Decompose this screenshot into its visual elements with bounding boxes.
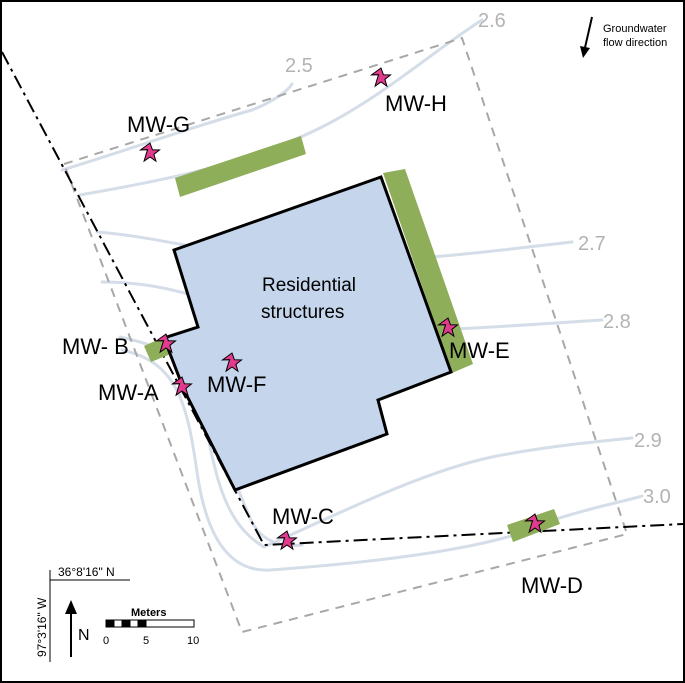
well-label: MW- B xyxy=(62,334,129,359)
well-label: MW-E xyxy=(449,338,510,363)
longitude-label: 97°3'16" W xyxy=(35,597,49,657)
vegetation-strip-east xyxy=(383,169,473,373)
structure-label-line2: structures xyxy=(261,302,344,323)
contour-label: 3.0 xyxy=(643,486,671,508)
well-label: MW-A xyxy=(98,380,159,405)
scale-tick-label: 5 xyxy=(143,635,149,647)
north-label: N xyxy=(78,627,90,644)
contour-label: 2.5 xyxy=(285,55,313,77)
contour-line-2.6 xyxy=(78,18,484,197)
well-star-icon xyxy=(140,142,160,162)
well-label: MW-H xyxy=(385,91,447,116)
flow-direction-label-line2: flow direction xyxy=(603,37,667,49)
property-line xyxy=(2,51,683,547)
contour-label: 2.7 xyxy=(578,233,606,255)
structure-label-line1: Residential xyxy=(262,275,356,296)
well-label: MW-G xyxy=(127,112,190,137)
vegetation-strips xyxy=(144,136,560,542)
contour-label: 2.9 xyxy=(634,430,662,452)
scale-bar-icon xyxy=(105,619,195,628)
scale-title: Meters xyxy=(131,607,166,619)
study-area-boundary xyxy=(63,36,629,634)
well-star-icon xyxy=(371,67,391,87)
contour-label: 2.6 xyxy=(478,10,506,32)
flow-direction-label-line1: Groundwater xyxy=(603,23,667,35)
scale-tick-label: 0 xyxy=(103,635,109,647)
well-label: MW-D xyxy=(521,573,583,598)
latitude-label: 36°8'16" N xyxy=(58,565,115,579)
vegetation-strip-north xyxy=(175,136,306,197)
contour-label: 2.8 xyxy=(603,311,631,333)
flow-arrow-icon xyxy=(580,16,593,58)
coordinate-reference xyxy=(49,570,130,662)
residential-structure xyxy=(162,175,453,492)
well-label: MW-C xyxy=(272,504,334,529)
well-label: MW-F xyxy=(207,372,266,397)
scale-tick-label: 10 xyxy=(187,635,199,647)
north-arrow-icon xyxy=(65,600,77,657)
contour-line-3.0 xyxy=(120,348,644,572)
